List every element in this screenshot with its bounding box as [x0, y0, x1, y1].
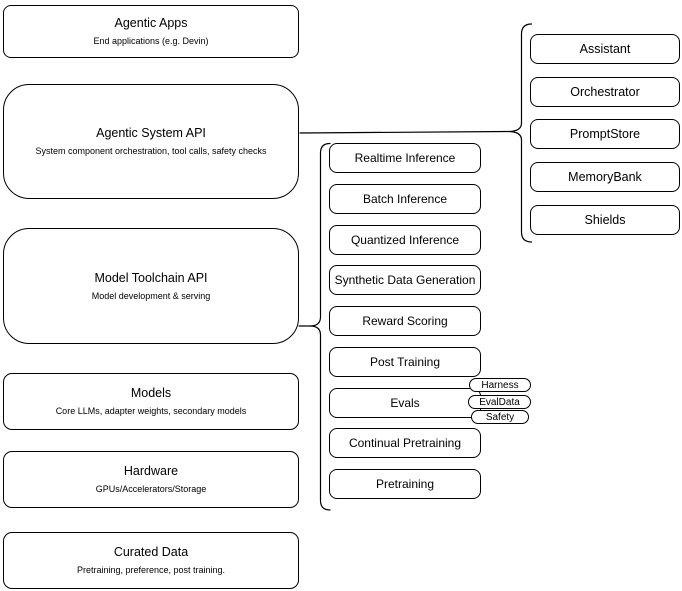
node-orchestrator: Orchestrator: [530, 76, 680, 107]
node-subtitle: Core LLMs, adapter weights, secondary mo…: [55, 406, 247, 416]
node-realtime-inference: Realtime Inference: [329, 143, 481, 173]
node-eval-evaldata: EvalData: [468, 395, 531, 409]
node-synthetic-data-generation: Synthetic Data Generation: [329, 265, 481, 296]
node-shields: Shields: [530, 204, 680, 235]
node-promptstore: PromptStore: [530, 119, 680, 150]
node-curated-data: Curated Data Pretraining, preference, po…: [3, 532, 299, 589]
node-subtitle: Model development & serving: [91, 290, 211, 301]
node-title: Agentic Apps: [114, 16, 188, 30]
node-post-training: Post Training: [329, 346, 481, 377]
node-title: Models: [130, 386, 172, 400]
node-pretraining: Pretraining: [329, 469, 481, 499]
node-title: Curated Data: [113, 545, 189, 559]
system-components-brace: [507, 23, 533, 243]
node-agentic-apps: Agentic Apps End applications (e.g. Devi…: [3, 5, 299, 58]
system-components-list: Assistant Orchestrator PromptStore Memor…: [530, 34, 680, 235]
node-model-toolchain-api: Model Toolchain API Model development & …: [3, 228, 299, 344]
node-evals: Evals: [329, 387, 481, 418]
node-subtitle: Pretraining, preference, post training.: [76, 565, 226, 575]
node-batch-inference: Batch Inference: [329, 183, 481, 214]
node-title: Model Toolchain API: [94, 270, 208, 285]
node-assistant: Assistant: [530, 34, 680, 64]
node-eval-harness: Harness: [469, 378, 531, 392]
node-models: Models Core LLMs, adapter weights, secon…: [3, 373, 299, 430]
node-quantized-inference: Quantized Inference: [329, 224, 481, 255]
node-memorybank: MemoryBank: [530, 162, 680, 193]
node-subtitle: End applications (e.g. Devin): [93, 36, 209, 46]
node-hardware: Hardware GPUs/Accelerators/Storage: [3, 451, 299, 508]
node-title: Agentic System API: [96, 126, 206, 140]
node-reward-scoring: Reward Scoring: [329, 306, 481, 336]
node-subtitle: System component orchestration, tool cal…: [35, 146, 267, 156]
toolchain-components-brace: [309, 142, 331, 511]
toolchain-components-list: Realtime Inference Batch Inference Quant…: [329, 143, 481, 499]
node-subtitle: GPUs/Accelerators/Storage: [95, 484, 207, 494]
node-continual-pretraining: Continual Pretraining: [329, 428, 481, 459]
connector-system-api-line: [299, 130, 509, 134]
node-title: Hardware: [123, 464, 179, 478]
node-agentic-system-api: Agentic System API System component orch…: [3, 84, 299, 199]
node-eval-safety: Safety: [471, 410, 529, 424]
